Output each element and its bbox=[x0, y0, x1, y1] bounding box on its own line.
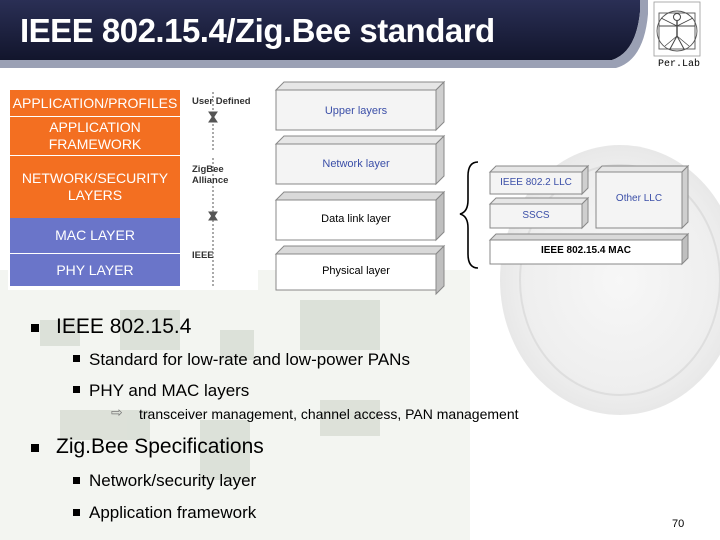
bullet-square-icon bbox=[73, 509, 80, 516]
layer-label: APPLICATION/PROFILES bbox=[12, 94, 178, 111]
layer-divider bbox=[10, 155, 180, 156]
network-layer-label: Network layer bbox=[322, 158, 390, 170]
slide-title: IEEE 802.15.4/Zig.Bee standard bbox=[20, 12, 495, 49]
layer-divider bbox=[10, 116, 180, 117]
bullet-level1: IEEE 802.15.4 bbox=[56, 315, 192, 338]
scope-arrows bbox=[208, 92, 218, 286]
layer-phy: PHY LAYER bbox=[10, 254, 180, 286]
title-bar: IEEE 802.15.4/Zig.Bee standard bbox=[0, 0, 720, 72]
ieee-802-15-4-mac-label: IEEE 802.15.4 MAC bbox=[540, 245, 632, 256]
ieee-label: IEEE bbox=[192, 250, 214, 261]
data-link-layer-label: Data link layer bbox=[321, 213, 391, 225]
title-bar-shape bbox=[0, 0, 648, 68]
bullet-square-icon bbox=[31, 444, 39, 452]
physical-layer-label: Physical layer bbox=[322, 265, 390, 277]
layer-label-line2: LAYERS bbox=[67, 187, 123, 203]
layer-divider bbox=[10, 253, 180, 254]
zigbee-stack-diagram: APPLICATION/PROFILES APPLICATION FRAMEWO… bbox=[8, 82, 258, 290]
layer-application-framework: APPLICATION FRAMEWORK bbox=[10, 117, 180, 155]
logo-text: Per.Lab bbox=[657, 59, 700, 70]
osi-boxes bbox=[274, 80, 690, 296]
sscs-label: SSCS bbox=[522, 210, 550, 221]
ieee-802-2-llc-label: IEEE 802.2 LLC bbox=[500, 177, 572, 188]
layer-label: PHY LAYER bbox=[56, 261, 134, 278]
alliance-label: Alliance bbox=[192, 175, 229, 186]
bullet-square-icon bbox=[31, 324, 39, 332]
bullet-level1: Zig.Bee Specifications bbox=[56, 435, 264, 458]
bullet-square-icon bbox=[73, 477, 80, 484]
bullet-level2: Network/security layer bbox=[89, 471, 257, 490]
user-defined-label: User Defined bbox=[192, 96, 251, 107]
bullet-square-icon bbox=[73, 386, 80, 393]
background-device-image bbox=[0, 145, 720, 540]
zigbee-label: ZigBee bbox=[192, 164, 224, 175]
bullet-level2: Application framework bbox=[89, 503, 257, 522]
layer-application-profiles: APPLICATION/PROFILES bbox=[10, 90, 180, 116]
layer-label-line1: NETWORK/SECURITY bbox=[21, 170, 169, 186]
arrow-bullet-icon: ⇨ bbox=[111, 404, 123, 420]
bullet-square-icon bbox=[73, 355, 80, 362]
bullet-level2: PHY and MAC layers bbox=[89, 381, 250, 400]
vitruvian-logo-icon bbox=[653, 1, 701, 57]
page-number: 70 bbox=[672, 518, 685, 530]
layer-network-security: NETWORK/SECURITY LAYERS bbox=[10, 156, 180, 218]
other-llc-label: Other LLC bbox=[615, 193, 663, 204]
layer-mac: MAC LAYER bbox=[10, 218, 180, 253]
upper-layers-label: Upper layers bbox=[324, 105, 388, 117]
bullet-level2: Standard for low-rate and low-power PANs bbox=[89, 350, 410, 369]
layer-label: MAC LAYER bbox=[55, 227, 135, 243]
osi-layer-diagram: Upper layers Network layer Data link lay… bbox=[266, 76, 706, 296]
layer-label: APPLICATION FRAMEWORK bbox=[48, 119, 142, 152]
bullet-level3: transceiver management, channel access, … bbox=[139, 406, 519, 422]
